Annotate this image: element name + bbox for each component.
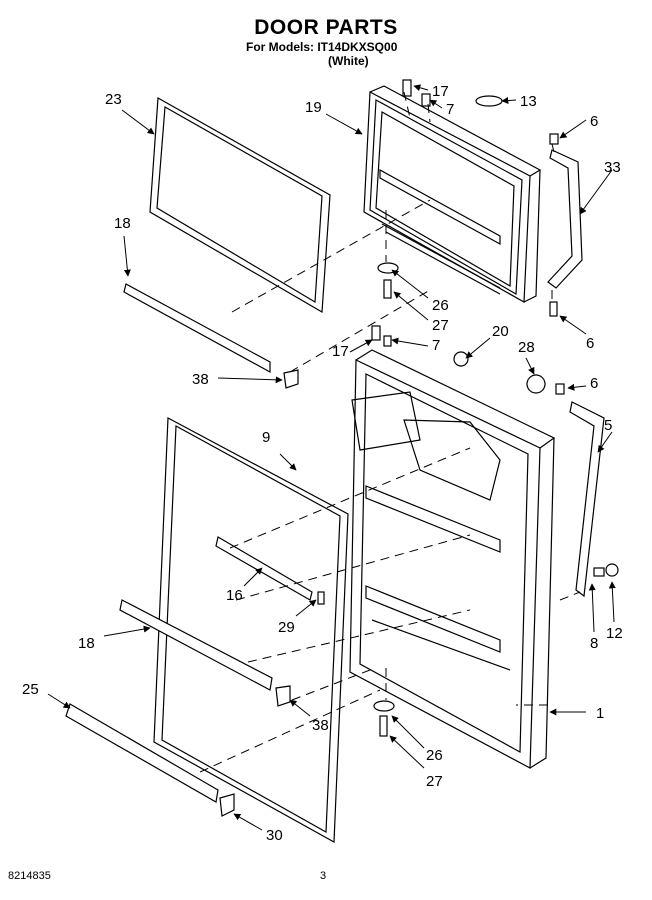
fresh-food-retainer-bar-18 <box>119 599 273 691</box>
freezer-door-gasket <box>149 97 331 314</box>
callout-18: 18 <box>114 215 131 232</box>
callout-33: 33 <box>604 159 621 176</box>
callout-25: 25 <box>22 681 39 698</box>
door-bin-trim-25 <box>65 703 219 803</box>
callout-16: 16 <box>226 587 243 604</box>
callout-17: 17 <box>432 83 449 100</box>
callout-7: 7 <box>446 101 454 118</box>
callout-28: 28 <box>518 339 535 356</box>
page-number: 3 <box>320 870 327 882</box>
callout-leaders <box>47 84 616 831</box>
callout-7: 7 <box>432 337 440 354</box>
callout-20: 20 <box>492 323 509 340</box>
callout-labels: 23 19 17 7 13 6 33 18 26 27 17 7 20 28 6… <box>22 83 623 844</box>
freezer-shelf-retainer-bar <box>123 283 271 374</box>
upper-hinge-hardware <box>377 79 583 317</box>
models-line: For Models: IT14DKXSQ00 <box>246 40 398 54</box>
callout-38: 38 <box>192 371 209 388</box>
page-title: DOOR PARTS <box>254 16 398 39</box>
callout-29: 29 <box>278 619 295 636</box>
color-line: (White) <box>328 54 369 68</box>
callout-9: 9 <box>262 429 270 446</box>
callout-17: 17 <box>332 343 349 360</box>
callout-6: 6 <box>590 113 598 130</box>
callout-27: 27 <box>426 773 443 790</box>
callout-26: 26 <box>426 747 443 764</box>
callout-30: 30 <box>266 827 283 844</box>
callout-18: 18 <box>78 635 95 652</box>
callout-6: 6 <box>590 375 598 392</box>
callout-8: 8 <box>590 635 598 652</box>
freezer-door <box>363 85 542 303</box>
callout-19: 19 <box>305 99 322 116</box>
callout-23: 23 <box>105 91 122 108</box>
assembly-guide-lines <box>199 91 581 773</box>
callout-5: 5 <box>604 417 612 434</box>
retainer-clip-upper <box>283 369 299 389</box>
document-number: 8214835 <box>8 870 51 882</box>
callout-27: 27 <box>432 317 449 334</box>
retainer-clips-lower <box>219 591 325 817</box>
lower-hinge-hardware <box>371 325 619 737</box>
callout-12: 12 <box>606 625 623 642</box>
callout-38: 38 <box>312 717 329 734</box>
callout-13: 13 <box>520 93 537 110</box>
callout-6: 6 <box>586 335 594 352</box>
callout-26: 26 <box>432 297 449 314</box>
callout-1: 1 <box>596 705 604 722</box>
